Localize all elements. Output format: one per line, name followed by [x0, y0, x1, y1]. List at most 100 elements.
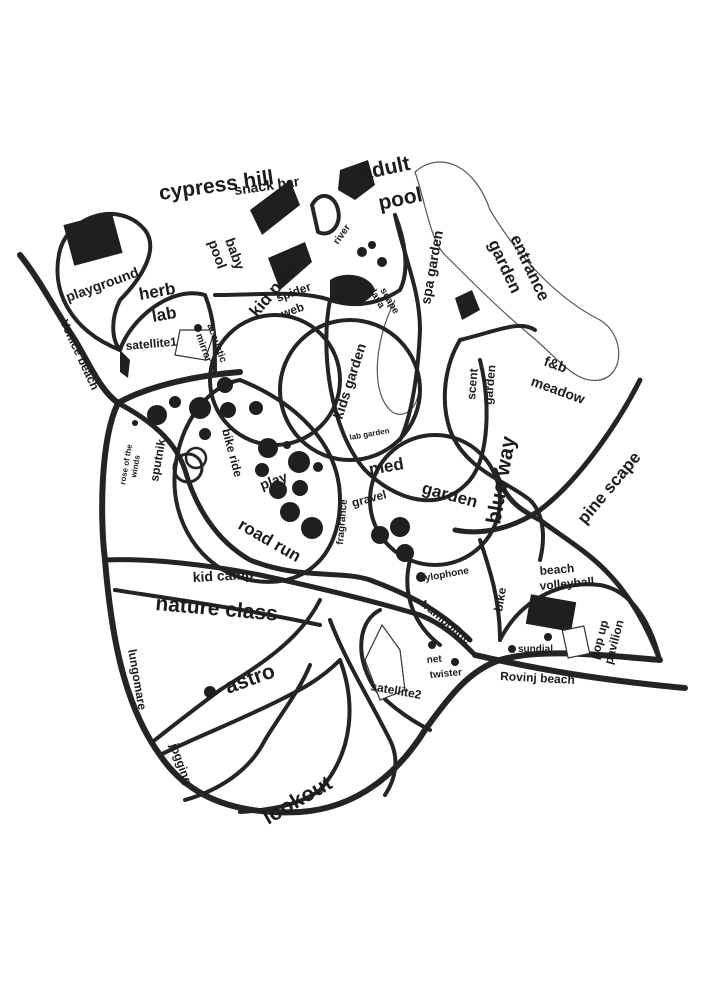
river-shape: [310, 194, 341, 236]
label-pine-scape: pine scape: [574, 448, 645, 528]
rovinj-beach-edge: [472, 652, 688, 691]
astro-dot: [204, 686, 216, 698]
dot: [301, 517, 323, 539]
label-xylophone: xylophone: [419, 565, 471, 585]
dot: [249, 401, 263, 415]
dot: [313, 462, 323, 472]
label-sundial: sundial: [518, 644, 553, 655]
inner-lookout-road: [328, 618, 398, 797]
label-med-garden: garden: [420, 479, 480, 512]
dot: [194, 324, 202, 332]
herb-lab-road: [118, 291, 217, 377]
label-playground: playground: [64, 264, 141, 305]
kid-pool-shape: [268, 242, 312, 290]
label-jogging: jogging: [167, 740, 195, 786]
label-lookout: lookout: [259, 771, 336, 829]
venice-beach-edge: [17, 252, 243, 406]
label-net: net: [426, 654, 443, 666]
kids-garden-circle: [278, 318, 422, 462]
entrance-garden-outline: [414, 161, 620, 382]
spa-road: [393, 213, 422, 442]
label-astro: astro: [222, 660, 278, 699]
scent-garden-shape: [455, 290, 480, 320]
bike-road: [478, 538, 502, 642]
med-garden-circle: [368, 433, 502, 567]
pavilion-loop: [498, 582, 662, 662]
label-sputnik: sputnik: [147, 438, 168, 483]
dot: [255, 463, 269, 477]
label-scent-garden: garden: [481, 364, 498, 405]
label-satellite1: satellite1: [125, 335, 178, 353]
label-winds: winds: [129, 454, 142, 479]
snack-bar-building: [250, 180, 300, 235]
label-fb: f&b: [542, 353, 569, 376]
label-kid-camp: kid camp: [192, 566, 253, 585]
dot: [428, 641, 436, 649]
lava-blob-1: [357, 247, 367, 257]
dot: [147, 405, 167, 425]
trampoline-loop: [405, 558, 442, 647]
label-lab: lab: [150, 303, 177, 326]
satellite2-road: [359, 608, 432, 732]
label-herb: herb: [137, 279, 177, 304]
lava-scape-shape: [330, 274, 375, 306]
dot: [283, 441, 291, 449]
label-bike: bike: [491, 586, 509, 612]
dot: [396, 544, 414, 562]
label-trampoline: trampoline: [418, 597, 474, 647]
jogging-road: [158, 658, 352, 814]
label-spa-garden: spa garden: [417, 229, 446, 305]
astro-road: [153, 598, 322, 742]
satellite2-marker: [364, 623, 406, 701]
label-scent: scent: [464, 368, 481, 400]
pop-up-pavilion-box: [561, 625, 591, 659]
scent-road: [458, 323, 537, 342]
label-beach: beach: [539, 561, 575, 578]
label-adult-pool-2: pool: [376, 183, 424, 215]
label-lab-garden: lab garden: [349, 426, 391, 442]
label-rovinj-beach: Rovinj beach: [500, 669, 575, 687]
dot: [220, 402, 236, 418]
dot: [288, 451, 310, 473]
dot: [416, 572, 426, 582]
playground-loop: [55, 212, 153, 352]
satellite1-marker: [120, 350, 130, 378]
dot: [189, 397, 211, 419]
label-volleyball: volleyball: [539, 574, 595, 593]
dot: [390, 517, 410, 537]
sputnik-road: [115, 400, 473, 643]
kid-camp-road: [102, 557, 478, 658]
dot: [269, 481, 287, 499]
label-satellite2: satellite2: [369, 679, 422, 702]
label-adult-pool: adult: [358, 152, 412, 185]
label-nature-class: nature class: [155, 592, 279, 626]
label-lungomare: lungomare: [125, 648, 149, 711]
kids-road: [324, 298, 489, 503]
label-meadow: meadow: [529, 373, 587, 407]
dot: [508, 645, 516, 653]
dot: [169, 396, 181, 408]
blue-way: [442, 338, 545, 562]
dot: [544, 633, 552, 641]
dot: [132, 420, 138, 426]
dot: [258, 438, 278, 458]
dot: [451, 658, 459, 666]
beach-volleyball-court: [525, 594, 577, 632]
bike-ride-loop: [184, 446, 208, 470]
lava-blob-2: [377, 257, 387, 267]
dot: [217, 377, 233, 393]
lava-blob-3: [368, 241, 376, 249]
label-twister: twister: [429, 667, 462, 681]
label-venice-beach: Venice beach: [57, 317, 102, 392]
satellite1-marker-2: [174, 329, 216, 361]
dot: [292, 480, 308, 496]
label-blue-way: blue way: [482, 434, 520, 526]
lookout-road: [183, 663, 312, 802]
dot: [280, 502, 300, 522]
playground-building: [63, 212, 123, 266]
adult-pool-shape: [338, 160, 375, 200]
dot: [199, 428, 211, 440]
nature-class-road: [113, 588, 322, 627]
